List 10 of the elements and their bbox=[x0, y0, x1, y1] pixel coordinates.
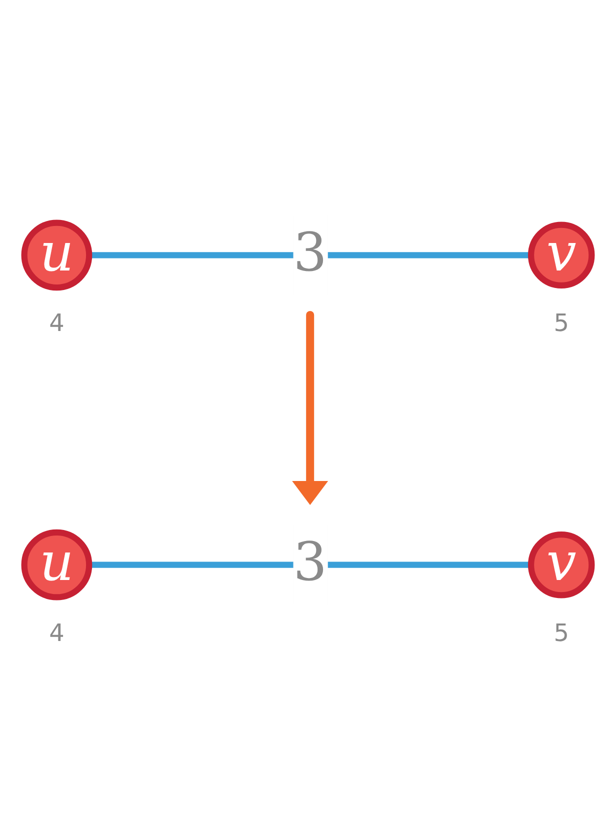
node-circle: u bbox=[21, 220, 92, 291]
node-label: 5 bbox=[552, 618, 570, 647]
node-label: 4 bbox=[48, 618, 66, 647]
node-circle: v bbox=[528, 531, 595, 598]
node-label: 4 bbox=[48, 308, 66, 337]
node-circle: v bbox=[528, 222, 595, 289]
edge-label: 3 bbox=[293, 533, 327, 594]
node-label: 5 bbox=[552, 308, 570, 337]
node-circle: u bbox=[21, 529, 92, 600]
edge-label: 3 bbox=[293, 224, 327, 285]
